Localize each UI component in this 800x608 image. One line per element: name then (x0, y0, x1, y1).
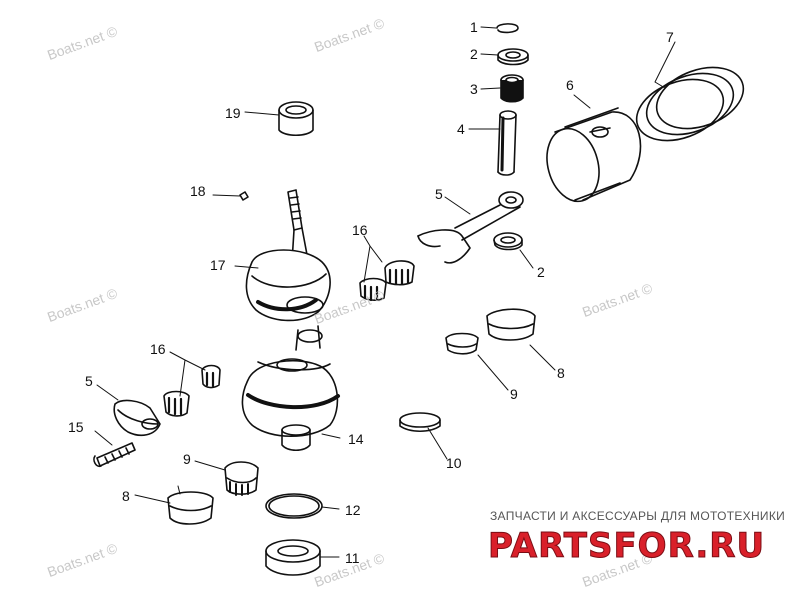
woodruff-key-part-18 (239, 191, 249, 201)
connecting-rod-part-5-lower (113, 399, 161, 437)
piston-rings-part-7 (635, 66, 745, 142)
callout-5-lower: 5 (85, 373, 93, 389)
retaining-ring-part-10 (399, 412, 441, 433)
callout-17: 17 (210, 257, 226, 273)
bearing-half-part-8-lower (167, 491, 214, 525)
callout-19: 19 (225, 105, 241, 121)
callout-9-lower: 9 (183, 451, 191, 467)
callout-2-lower: 2 (537, 264, 545, 280)
callout-7: 7 (666, 29, 674, 45)
callout-8-right: 8 (557, 365, 565, 381)
thrust-washer-part-2-top (497, 48, 529, 66)
bearing-half-part-9-lower (224, 461, 259, 496)
crank-pin-bearing-part-16-lower (163, 364, 221, 417)
piston-part-6 (546, 107, 642, 203)
callout-5-rod: 5 (435, 186, 443, 202)
callout-10: 10 (446, 455, 462, 471)
callout-6: 6 (566, 77, 574, 93)
callout-3: 3 (470, 81, 478, 97)
needle-bearing-part-3 (500, 74, 524, 103)
callout-2-top: 2 (470, 46, 478, 62)
callout-9-right: 9 (510, 386, 518, 402)
bearing-half-part-9-right (445, 332, 479, 355)
crankshaft-part-17 (241, 189, 340, 452)
wrist-pin-part-4 (497, 110, 517, 176)
callout-12: 12 (345, 502, 361, 518)
callout-4: 4 (457, 121, 465, 137)
bearing-half-part-8-right (486, 308, 536, 341)
callout-16-upper: 16 (352, 222, 368, 238)
callout-1: 1 (470, 19, 478, 35)
crank-pin-bearing-part-16-upper (359, 260, 415, 302)
callout-18: 18 (190, 183, 206, 199)
leader-lines (94, 26, 676, 558)
brand-logo[interactable]: PARTSFOR.RU (487, 526, 780, 570)
connecting-rod-bolt-part-15 (93, 442, 136, 468)
oil-seal-part-11 (265, 539, 321, 576)
snap-ring-part-1 (496, 23, 519, 34)
callout-8-lower: 8 (122, 488, 130, 504)
callout-14: 14 (348, 431, 364, 447)
callout-11: 11 (345, 550, 360, 566)
brand-tagline: ЗАПЧАСТИ И АКСЕССУАРЫ ДЛЯ МОТОТЕХНИКИ (490, 509, 786, 523)
brand-logo-text: PARTSFOR.RU (487, 526, 766, 567)
connecting-rod-part-5 (417, 191, 524, 264)
bushing-part-19 (278, 101, 314, 137)
o-ring-part-12 (265, 493, 323, 519)
callout-16-lower: 16 (150, 341, 166, 357)
callout-15: 15 (68, 419, 84, 435)
thrust-washer-part-2-lower (493, 232, 523, 251)
